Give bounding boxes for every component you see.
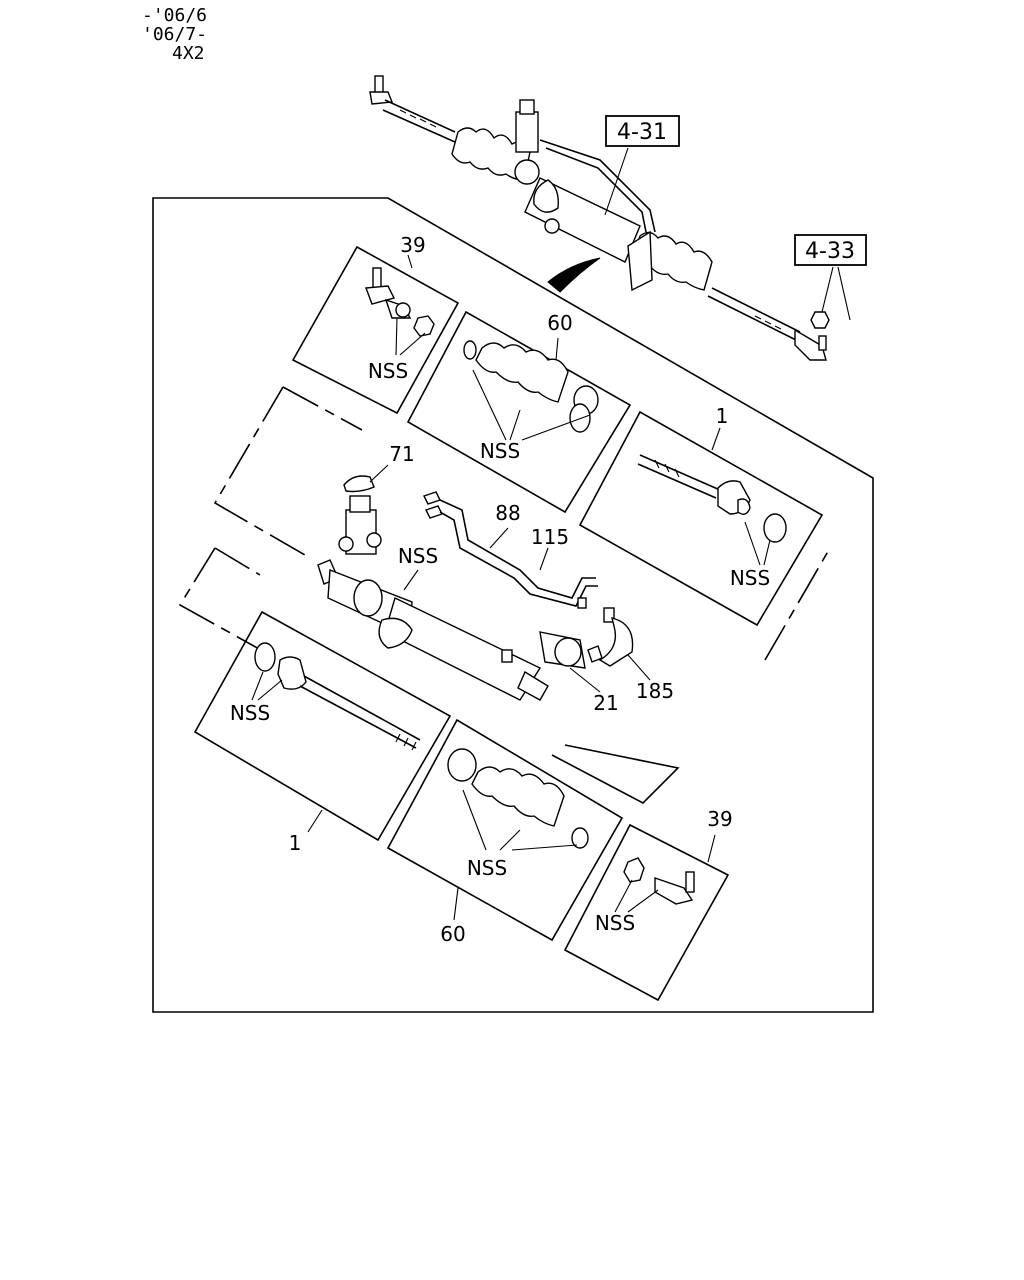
part-71-cap	[343, 475, 375, 493]
leader-39-bottom	[707, 834, 716, 863]
nss-label-1-right: NSS	[730, 566, 770, 590]
group-60-top: NSS	[406, 310, 632, 514]
nss-label-rack: NSS	[398, 544, 438, 568]
drive-type-line: 4X2	[172, 43, 205, 64]
group-39-bottom: NSS	[563, 823, 730, 1002]
callout-185: 185	[636, 679, 674, 703]
group-1-left: NSS	[193, 610, 452, 842]
callout-1-right: 1	[716, 404, 729, 428]
reference-label-4-33: 4-33	[805, 239, 855, 264]
nss-label-39-top: NSS	[368, 359, 408, 383]
callout-115: 115	[531, 525, 569, 549]
leader-185	[627, 654, 651, 681]
applicability-header: -'06/6 '06/7- 4X2	[142, 6, 207, 63]
date-range-line-1: -'06/6	[142, 5, 208, 26]
callout-88: 88	[495, 501, 520, 525]
leader-60-top	[555, 337, 559, 361]
reference-box-4-33[interactable]: 4-33	[794, 234, 867, 329]
exploded-view-frame	[152, 197, 874, 1013]
rack-end-boundary	[551, 744, 680, 804]
dashed-boundary-left-mid	[214, 547, 261, 576]
rack-and-pinion-housing	[317, 495, 549, 701]
callout-60-top: 60	[547, 311, 572, 335]
group-60-bottom: NSS	[386, 718, 624, 942]
callout-71: 71	[389, 442, 414, 466]
callout-39-bottom: 39	[707, 807, 732, 831]
exploded-view-arrow	[547, 257, 601, 293]
dashed-boundary-left-lower	[178, 547, 271, 656]
nss-label-1-left: NSS	[230, 701, 270, 725]
leader-1-right	[711, 427, 721, 451]
dashed-boundary-right	[764, 547, 831, 661]
leader-39-top	[407, 254, 413, 269]
nss-label-60-bottom: NSS	[467, 856, 507, 880]
dashed-boundary-top	[282, 386, 363, 431]
callout-21: 21	[593, 691, 618, 715]
dashed-boundary-left-upper	[213, 386, 306, 556]
part-185-bracket	[587, 607, 634, 667]
group-1-right: NSS	[578, 410, 824, 627]
part-88-115-pipes	[423, 491, 598, 609]
reference-label-4-31: 4-31	[617, 120, 667, 145]
leader-1-left	[307, 809, 323, 833]
leader-21	[569, 667, 601, 693]
leader-71	[369, 464, 389, 483]
callout-1-left: 1	[289, 831, 302, 855]
date-range-line-2: '06/7-	[142, 24, 208, 45]
assembled-steering-rack	[369, 75, 827, 361]
callout-39-top: 39	[400, 233, 425, 257]
leader-nss-rack	[403, 569, 419, 591]
nss-label-39-bottom: NSS	[595, 911, 635, 935]
leader-60-bottom	[453, 887, 459, 921]
part-21-bushing	[539, 631, 586, 669]
group-39-top: NSS	[291, 245, 460, 415]
leader-88	[489, 527, 509, 549]
leader-115	[539, 547, 549, 571]
callout-60-bottom: 60	[440, 922, 465, 946]
reference-box-4-31[interactable]: 4-31	[605, 115, 680, 147]
nss-label-60-top: NSS	[480, 439, 520, 463]
